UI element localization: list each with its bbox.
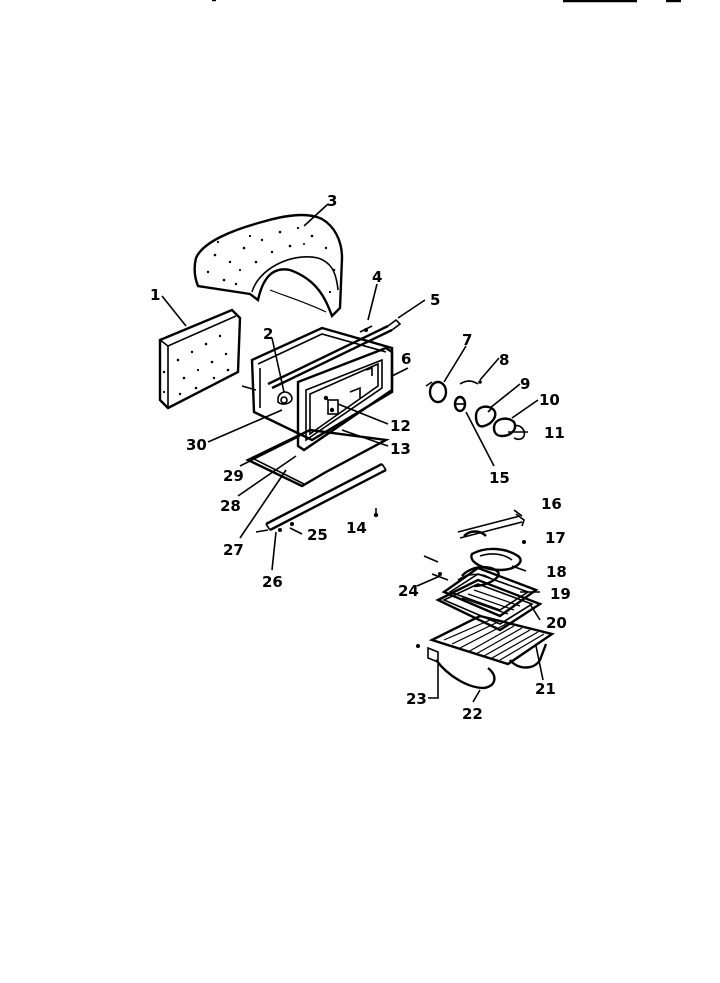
part-label-1: 1 bbox=[150, 286, 160, 304]
part-label-28: 28 bbox=[220, 497, 241, 515]
part-label-30: 30 bbox=[186, 436, 207, 454]
element-loop-part bbox=[470, 547, 522, 572]
part-label-18: 18 bbox=[546, 563, 567, 581]
insulation-side-part bbox=[158, 308, 242, 410]
screw-part bbox=[373, 508, 379, 518]
part-label-21: 21 bbox=[535, 680, 556, 698]
part-label-22: 22 bbox=[462, 705, 483, 723]
part-label-17: 17 bbox=[545, 529, 566, 547]
part-label-12: 12 bbox=[390, 417, 411, 435]
part-label-23: 23 bbox=[406, 690, 427, 708]
part-label-11: 11 bbox=[544, 424, 565, 442]
part-label-13: 13 bbox=[390, 440, 411, 458]
part-number-labels: 1 2 3 4 5 6 7 8 9 10 11 12 13 14 15 16 1… bbox=[150, 192, 571, 723]
part-label-7: 7 bbox=[462, 331, 472, 349]
part-label-8: 8 bbox=[499, 351, 509, 369]
part-label-29: 29 bbox=[223, 467, 244, 485]
part-label-19: 19 bbox=[550, 585, 571, 603]
bake-element-part bbox=[416, 614, 555, 690]
leader-lines bbox=[161, 203, 544, 703]
trim-strips-part bbox=[267, 318, 402, 390]
oven-bottom-part bbox=[245, 428, 390, 488]
part-label-9: 9 bbox=[520, 375, 530, 393]
part-label-24: 24 bbox=[398, 582, 419, 600]
part-label-14: 14 bbox=[346, 519, 367, 537]
part-label-15: 15 bbox=[489, 469, 510, 487]
part-label-16: 16 bbox=[541, 495, 562, 513]
part-label-4: 4 bbox=[372, 268, 382, 286]
bottom-trim-part bbox=[255, 462, 387, 533]
part-label-5: 5 bbox=[430, 291, 440, 309]
part-label-3: 3 bbox=[327, 192, 337, 210]
broil-element-part bbox=[457, 513, 526, 544]
part-label-6: 6 bbox=[401, 350, 411, 368]
part-label-10: 10 bbox=[539, 391, 560, 409]
top-edge-marks bbox=[212, 0, 681, 3]
part-label-2: 2 bbox=[263, 325, 273, 343]
oven-cavity-part bbox=[241, 326, 394, 452]
broil-pan-part bbox=[423, 555, 543, 632]
part-label-25: 25 bbox=[307, 526, 328, 544]
insulation-top-part bbox=[193, 213, 344, 319]
part-label-26: 26 bbox=[262, 573, 283, 591]
part-label-27: 27 bbox=[223, 541, 244, 559]
part-label-20: 20 bbox=[546, 614, 567, 632]
